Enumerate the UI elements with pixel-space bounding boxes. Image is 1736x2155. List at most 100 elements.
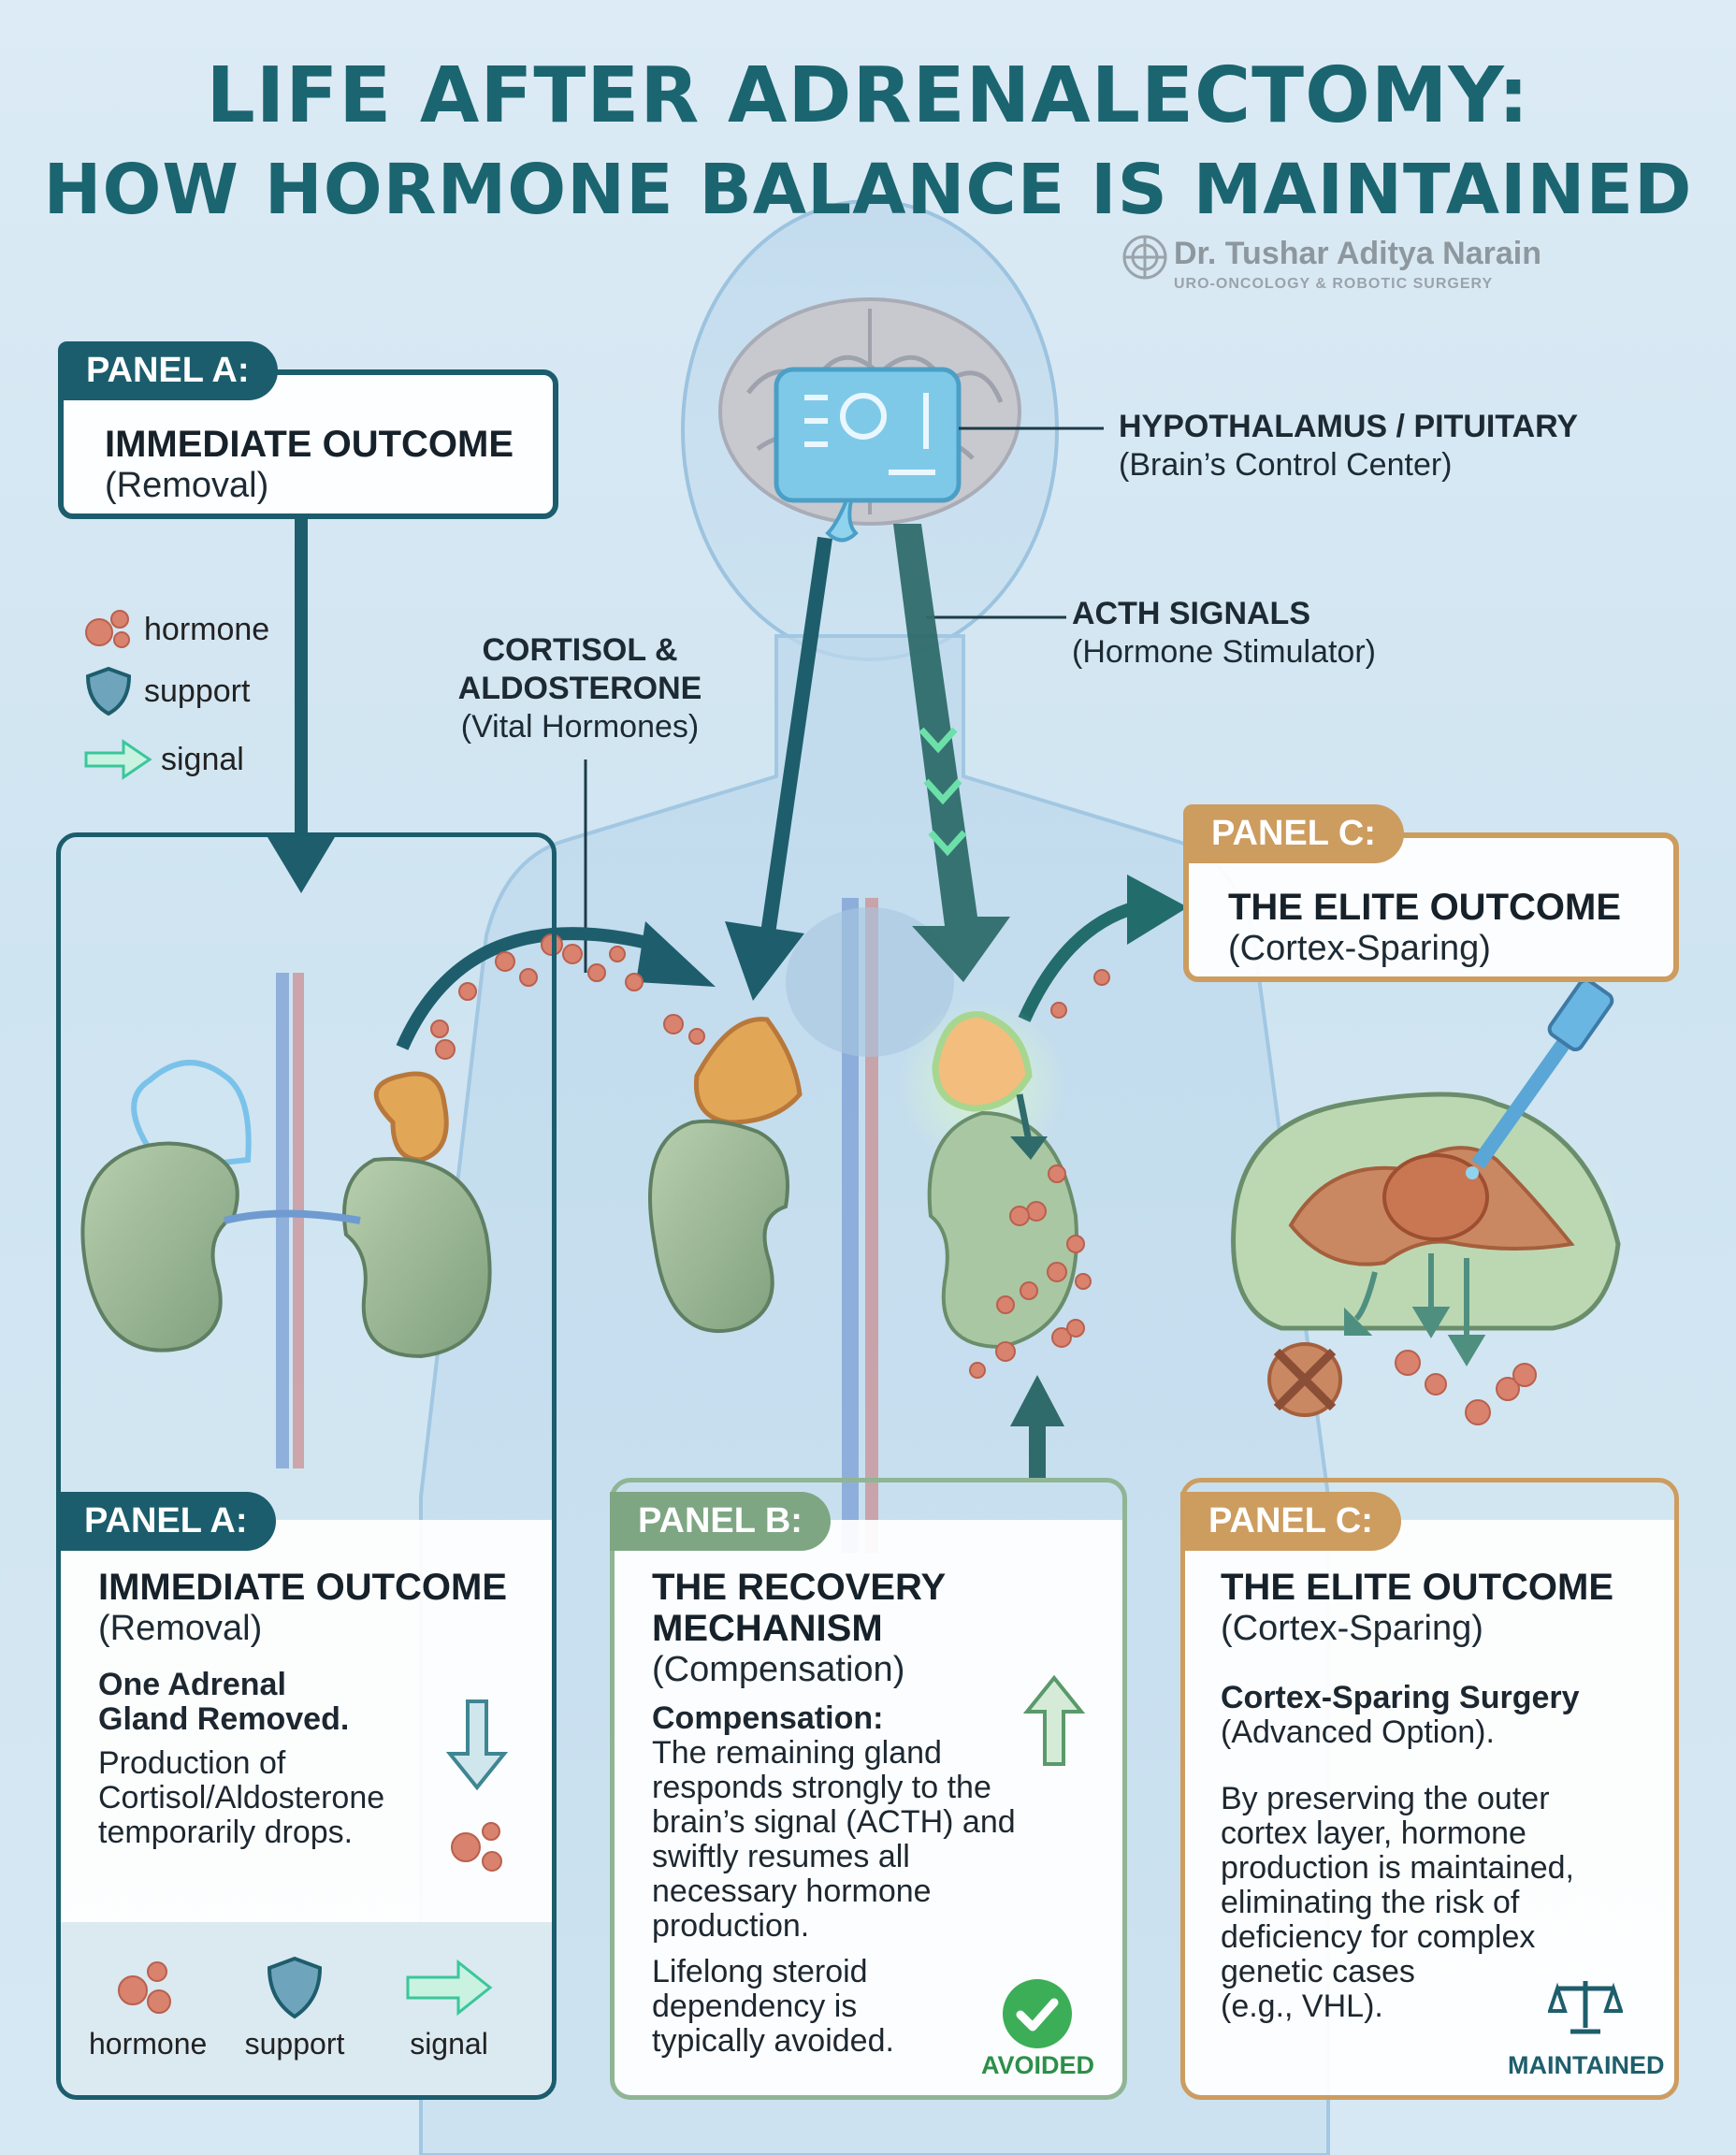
down-arrow-icon	[445, 1699, 509, 1791]
panel-c-top: THE ELITE OUTCOME (Cortex-Sparing) PANEL…	[1183, 804, 1679, 982]
cortisol-subtitle: (Vital Hormones)	[460, 709, 700, 745]
panel-c-x-mark-icon	[1267, 1342, 1342, 1417]
legend-hormone: hormone	[82, 603, 307, 656]
panel-a-tag: PANEL A:	[56, 1492, 276, 1551]
panel-b-text-4: swiftly resumes all	[652, 1839, 910, 1874]
brand: Dr. Tushar Aditya Narain URO-ONCOLOGY & …	[1122, 235, 1660, 293]
panel-a-top: IMMEDIATE OUTCOME (Removal) PANEL A:	[58, 341, 558, 519]
panel-c-hormone-dots	[1395, 1350, 1537, 1425]
panel-a-top-tag: PANEL A:	[58, 341, 278, 400]
hypothalamus-label: HYPOTHALAMUS / PITUITARY (Brain’s Contro…	[1119, 408, 1578, 485]
brand-subtitle: URO-ONCOLOGY & ROBOTIC SURGERY	[1174, 276, 1494, 292]
panel-c-text-7: (e.g., VHL).	[1221, 1989, 1383, 2024]
panel-c-top-subtitle: (Cortex-Sparing)	[1228, 929, 1491, 968]
maintained-status: MAINTAINED	[1508, 2051, 1665, 2079]
panel-c-arrows	[1344, 1253, 1486, 1367]
panel-c-card: THE ELITE OUTCOME (Cortex-Sparing) Corte…	[1185, 1520, 1674, 2095]
panel-b-hormone-dots	[969, 1164, 1092, 1379]
brand-name: Dr. Tushar Aditya Narain	[1174, 236, 1541, 271]
cortisol-title-2: ALDOSTERONE	[457, 671, 702, 706]
balance-scale-icon	[1548, 1981, 1623, 2034]
vessels	[842, 898, 878, 1553]
panel-a-subtitle: (Removal)	[98, 1609, 263, 1648]
panel-c-text-3: production is maintained,	[1221, 1850, 1575, 1886]
legend-bottom-support: support	[239, 1955, 351, 2061]
panel-a-bold-1: One Adrenal	[98, 1667, 286, 1702]
control-center-icon	[774, 367, 962, 542]
panel-b-kidneys	[648, 1001, 1078, 1350]
panel-c: THE ELITE OUTCOME (Cortex-Sparing) Corte…	[1180, 1478, 1679, 2100]
legend-top: hormone support signal	[82, 603, 307, 792]
panel-b-title-2: MECHANISM	[652, 1608, 883, 1649]
legend-signal: signal	[82, 727, 307, 792]
acth-subtitle: (Hormone Stimulator)	[1072, 634, 1376, 670]
panel-a-kidneys	[80, 973, 492, 1468]
panel-b-bold: Compensation:	[652, 1700, 884, 1736]
legend-bottom-hormone: hormone	[89, 1955, 207, 2061]
signal-arrow-icon	[84, 739, 152, 780]
panel-c-text-2: cortex layer, hormone	[1221, 1815, 1526, 1851]
signal-arrow-icon	[406, 1959, 493, 2017]
heart	[786, 907, 954, 1057]
panel-a-top-title: IMMEDIATE OUTCOME	[105, 424, 514, 465]
panel-b-card: THE RECOVERY MECHANISM (Compensation) Co…	[615, 1520, 1122, 2095]
acth-label: ACTH SIGNALS (Hormone Stimulator)	[1072, 595, 1376, 672]
panel-a-text-1: Production of	[98, 1745, 286, 1781]
legend-bottom: hormone support signal	[61, 1922, 552, 2095]
acth-arrow-dark	[725, 536, 832, 1001]
curved-arrow-right	[1018, 875, 1188, 1022]
panel-b-text-6: production.	[652, 1908, 810, 1944]
shield-icon	[267, 1956, 323, 2019]
page-subtitle: HOW HORMONE BALANCE IS MAINTAINED	[43, 150, 1693, 230]
legend-bottom-signal: signal	[393, 1955, 505, 2061]
avoided-status: AVOIDED	[981, 2051, 1095, 2079]
panel-c-tag: PANEL C:	[1180, 1492, 1401, 1551]
panel-a-bold-2: Gland Removed.	[98, 1701, 350, 1737]
curved-arrow-left	[396, 921, 716, 1050]
panel-b-text-b-1: Lifelong steroid	[652, 1954, 868, 1989]
hormone-icon	[85, 610, 130, 648]
panel-a-text-2: Cortisol/Aldosterone	[98, 1780, 385, 1815]
hypothalamus-title: HYPOTHALAMUS / PITUITARY	[1119, 409, 1579, 444]
panel-c-text-5: deficiency for complex	[1221, 1919, 1536, 1955]
panel-c-text-6: genetic cases	[1221, 1954, 1415, 1989]
cortisol-label: CORTISOL & ALDOSTERONE (Vital Hormones)	[402, 631, 758, 746]
panel-c-adrenal-section	[1231, 977, 1623, 1331]
checkmark-icon	[1003, 1979, 1072, 2048]
shield-icon	[85, 666, 132, 716]
hypothalamus-subtitle: (Brain’s Control Center)	[1119, 447, 1453, 483]
panel-b-tag: PANEL B:	[610, 1492, 831, 1551]
panel-b-text-b-2: dependency is	[652, 1989, 858, 2024]
panel-b-text-b-3: typically avoided.	[652, 2023, 894, 2059]
page-title: LIFE AFTER ADRENALECTOMY:	[206, 51, 1530, 140]
panel-b-text-5: necessary hormone	[652, 1873, 932, 1909]
panel-c-title: THE ELITE OUTCOME	[1221, 1567, 1613, 1608]
panel-b: THE RECOVERY MECHANISM (Compensation) Co…	[610, 1478, 1127, 2100]
panel-c-bold: Cortex-Sparing Surgery	[1221, 1680, 1580, 1715]
panel-c-subtitle: (Cortex-Sparing)	[1221, 1609, 1483, 1648]
panel-c-text-4: eliminating the risk of	[1221, 1885, 1520, 1920]
panel-a-top-subtitle: (Removal)	[105, 466, 269, 505]
panel-a-title: IMMEDIATE OUTCOME	[98, 1567, 508, 1608]
cortisol-title-1: CORTISOL &	[482, 632, 678, 668]
panel-c-top-tag: PANEL C:	[1183, 804, 1404, 863]
panel-b-text-3: brain’s signal (ACTH) and	[652, 1804, 1016, 1840]
acth-title: ACTH SIGNALS	[1072, 596, 1310, 631]
legend-support: support	[82, 656, 307, 727]
panel-c-text-1: By preserving the outer	[1221, 1781, 1550, 1816]
hormone-icon	[451, 1822, 502, 1872]
panel-b-title-1: THE RECOVERY	[652, 1567, 947, 1608]
arrow-panel-a-down	[265, 519, 338, 893]
acth-arrow-green	[893, 524, 1010, 982]
hormone-icon	[118, 1961, 171, 2014]
panel-b-text-2: responds strongly to the	[652, 1770, 991, 1805]
panel-a-text-3: temporarily drops.	[98, 1815, 354, 1850]
panel-b-text-1: The remaining gland	[652, 1735, 942, 1771]
panel-c-bold-sub: (Advanced Option).	[1221, 1714, 1495, 1750]
panel-b-up-arrow-illustration	[1010, 1375, 1064, 1478]
brand-logo-icon	[1122, 235, 1167, 280]
panel-a: IMMEDIATE OUTCOME (Removal) One Adrenal …	[56, 832, 557, 2100]
panel-c-top-title: THE ELITE OUTCOME	[1228, 887, 1621, 928]
panel-b-subtitle: (Compensation)	[652, 1650, 905, 1689]
up-arrow-icon	[1022, 1674, 1086, 1766]
